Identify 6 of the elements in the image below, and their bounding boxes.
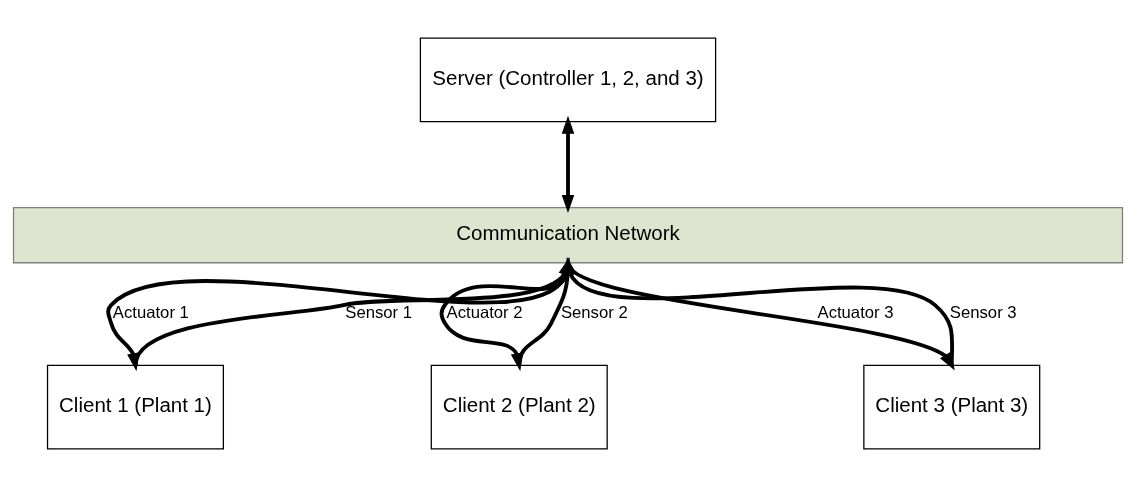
edge-label: Actuator 3 — [817, 303, 894, 323]
edge-label: Sensor 3 — [949, 303, 1017, 323]
edge-label: Sensor 2 — [560, 303, 628, 323]
edge-label: Actuator 1 — [112, 303, 189, 323]
edge-label: Sensor 1 — [345, 303, 413, 323]
edge-label: Actuator 2 — [446, 303, 523, 323]
